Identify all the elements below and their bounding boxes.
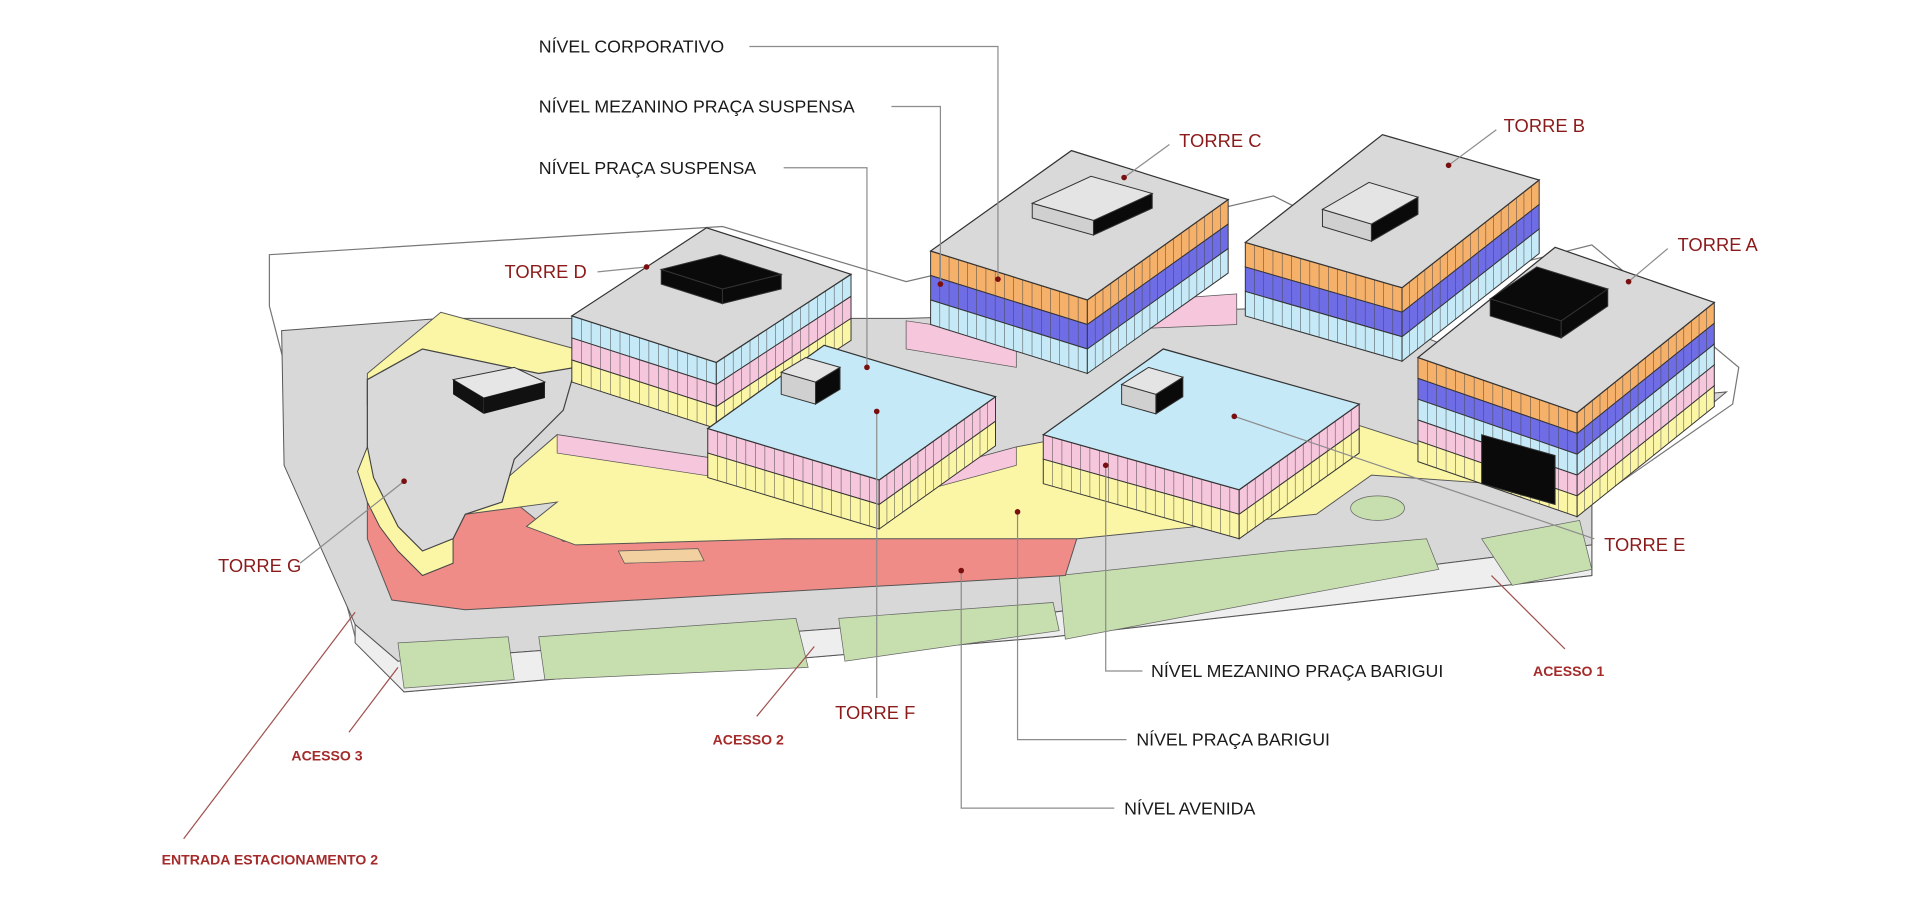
label-torre-b: TORRE B xyxy=(1504,115,1585,136)
label-torre-d: TORRE D xyxy=(504,261,586,282)
leader-line xyxy=(1016,511,1127,741)
leader-line xyxy=(891,105,942,285)
green-area xyxy=(1481,519,1593,586)
leader-line xyxy=(597,266,647,273)
leader-line xyxy=(960,570,1115,809)
torre-a-rooftop-box xyxy=(1489,266,1609,322)
label-nivel-mezanino-praca-suspensa: NÍVEL MEZANINO PRAÇA SUSPENSA xyxy=(539,97,855,117)
leader-line xyxy=(1105,465,1143,672)
leader-line xyxy=(1490,575,1566,650)
label-torre-g: TORRE G xyxy=(218,555,301,576)
label-nivel-praca-barigui: NÍVEL PRAÇA BARIGUI xyxy=(1136,730,1330,750)
leader-line xyxy=(1628,248,1669,283)
label-nivel-praca-suspensa: NÍVEL PRAÇA SUSPENSA xyxy=(539,158,757,178)
green-area xyxy=(397,636,515,689)
torre-d-rooftop-box xyxy=(659,254,784,290)
label-nivel-avenida: NÍVEL AVENIDA xyxy=(1124,798,1255,818)
label-torre-f: TORRE F xyxy=(835,702,915,723)
canopy xyxy=(617,548,705,564)
torre-g-facade xyxy=(357,445,454,577)
leader-line xyxy=(1123,143,1170,179)
label-entrada-estacionamento-2: ENTRADA ESTACIONAMENTO 2 xyxy=(162,851,379,867)
label-torre-a: TORRE A xyxy=(1678,234,1759,255)
green-area xyxy=(538,617,809,680)
torre-a-entrance xyxy=(1481,434,1556,506)
label-nivel-mezanino-praca-barigui: NÍVEL MEZANINO PRAÇA BARIGUI xyxy=(1151,661,1443,681)
label-acesso-3: ACESSO 3 xyxy=(291,747,362,763)
leader-line xyxy=(1448,129,1497,166)
leader-line xyxy=(183,611,356,840)
leader-line xyxy=(348,666,399,733)
leader-line xyxy=(749,45,999,280)
torre-g-rooftop-box xyxy=(453,379,484,414)
torre-b-rooftop-box xyxy=(1321,181,1420,225)
marker-dots xyxy=(401,162,1632,574)
green-roundabout xyxy=(1350,495,1405,521)
leader-line xyxy=(1234,415,1595,540)
label-torre-c: TORRE C xyxy=(1179,130,1261,151)
leader-line xyxy=(299,480,405,564)
torre-c-rooftop-box xyxy=(1030,175,1154,221)
leader-line xyxy=(756,646,815,717)
torre-g-rooftop-box xyxy=(483,382,545,414)
green-area xyxy=(1058,538,1440,640)
label-acesso-1: ACESSO 1 xyxy=(1533,663,1604,679)
label-acesso-2: ACESSO 2 xyxy=(713,731,784,747)
building-volumes xyxy=(570,134,1716,540)
torre-e-rooftop-box xyxy=(1120,366,1185,395)
labels: NÍVEL CORPORATIVO NÍVEL MEZANINO PRAÇA S… xyxy=(162,37,1759,868)
green-area xyxy=(838,602,1060,662)
label-nivel-corporativo: NÍVEL CORPORATIVO xyxy=(539,37,724,57)
label-torre-e: TORRE E xyxy=(1604,534,1685,555)
praca-suspensa-rooftop-box xyxy=(780,357,842,383)
leader-line xyxy=(783,167,868,368)
